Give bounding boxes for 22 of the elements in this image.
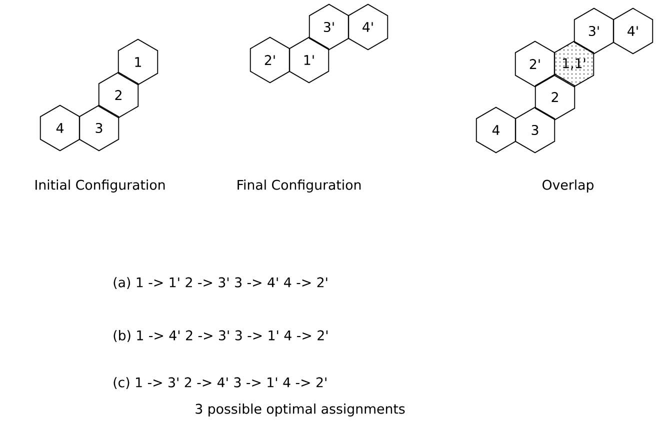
hexagon-cell: 1 xyxy=(118,38,158,86)
hexagon-cell: 2' xyxy=(514,40,556,88)
hexagon-cell: 4' xyxy=(348,4,388,50)
group-label: Initial Configuration xyxy=(36,180,165,192)
hexagon-cell: 3' xyxy=(574,8,614,54)
hexagon-cell: 4 xyxy=(40,104,80,152)
hexagon-cell: 4 xyxy=(476,106,516,154)
hexagon-cell: 3' xyxy=(308,4,350,50)
assignment-text: (b) 1 -> 4' 2 -> 3' 3 -> 1' 4 -> 2' xyxy=(114,330,328,342)
group-label: Final Configuration xyxy=(238,180,361,192)
hexagon-cell: 1' xyxy=(288,36,330,84)
hexagon-cell: 1,1' xyxy=(554,40,594,88)
hexagon-cell: 3 xyxy=(78,104,120,152)
hexagon-cell: 2' xyxy=(250,36,290,84)
caption: 3 possible optimal assignments xyxy=(196,404,405,416)
hexagon-cell: 2 xyxy=(534,74,576,120)
hexagon-cell: 2 xyxy=(98,72,139,118)
group-label: Overlap xyxy=(542,180,594,192)
hexagon-cell: 4' xyxy=(612,8,654,54)
assignment-text: (a) 1 -> 1' 2 -> 3' 3 -> 4' 4 -> 2' xyxy=(114,277,328,289)
hexagon-cell: 3 xyxy=(514,106,556,154)
assignment-text: (c) 1 -> 3' 2 -> 4' 3 -> 1' 4 -> 2' xyxy=(114,377,326,389)
